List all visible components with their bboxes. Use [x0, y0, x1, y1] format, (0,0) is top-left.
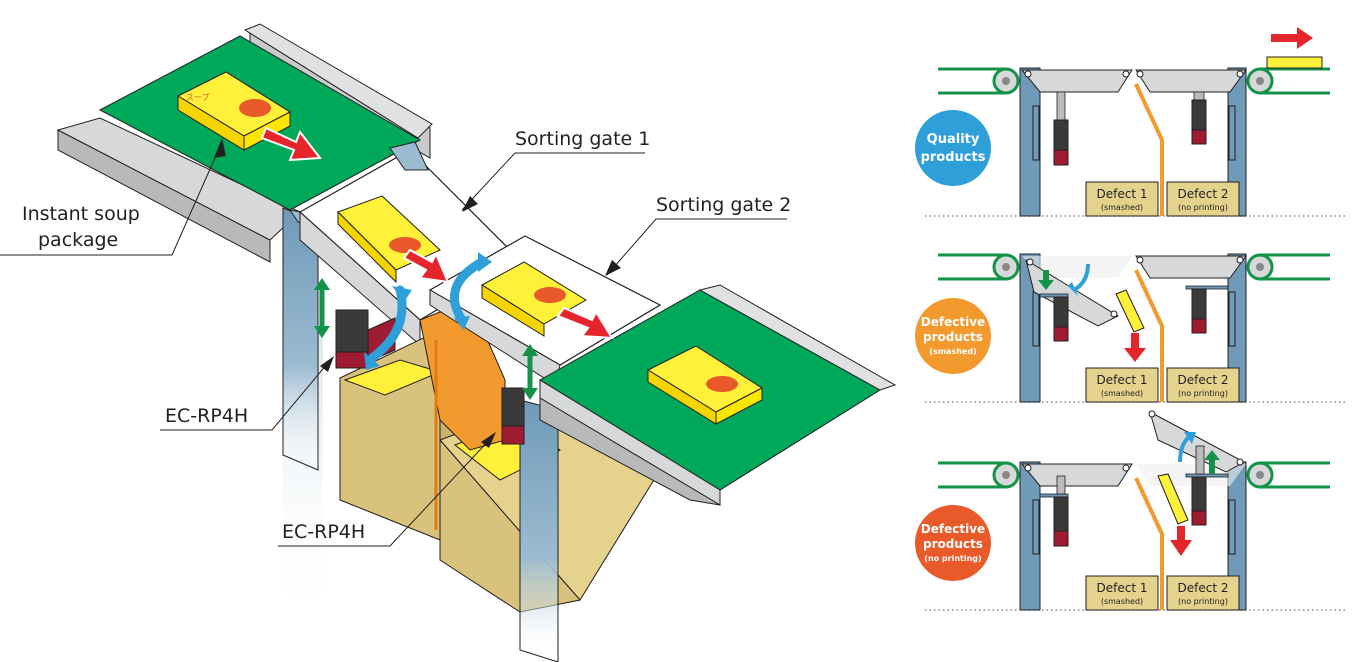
bin-defect-2-sub: (no printing) — [1178, 597, 1228, 606]
conveyor-in — [938, 461, 1020, 489]
actuator-up-arrow — [1204, 450, 1220, 474]
gate1-rotate-arrow — [1072, 263, 1090, 292]
conveyor-in — [938, 67, 1020, 95]
bin-defect-1-label: Defect 1 — [1097, 373, 1148, 387]
label-sorting-gate-2: Sorting gate 2 — [656, 194, 791, 216]
bin-divider — [1134, 477, 1164, 610]
no-printing-badge — [915, 505, 991, 581]
label-ec-rp4h-1: EC-RP4H — [165, 405, 248, 427]
gate2-rotate-arrow — [449, 257, 487, 325]
bin-defect-2-label: Defect 2 — [1178, 373, 1229, 387]
bin-defect-1-label: Defect 1 — [1097, 581, 1148, 595]
bin-defect-2: Defect 2 (no printing) — [1166, 575, 1240, 611]
conveyor-out — [1246, 67, 1330, 95]
package-exiting — [1266, 56, 1323, 69]
smashed-label-1: Defective — [921, 315, 985, 329]
gate1-actuator-arrow — [314, 278, 330, 338]
sensor-ec-rp4h-2 — [501, 387, 525, 445]
callout-gate1: Sorting gate 1 — [461, 128, 650, 212]
actuator-1 — [1053, 91, 1069, 166]
smashed-label-2: products — [923, 330, 983, 344]
conveyor-in — [938, 253, 1020, 281]
falling-package — [1157, 473, 1189, 525]
quality-label-2: products — [921, 150, 986, 165]
quality-label-1: Quality — [927, 132, 980, 147]
bin-defect-2-label: Defect 2 — [1178, 581, 1229, 595]
no-printing-label-3: (no printing) — [924, 554, 981, 563]
soup-package-gate2 — [481, 261, 587, 337]
bin-defect-1-sub: (smashed) — [1101, 389, 1143, 398]
label-sorting-gate-1: Sorting gate 1 — [515, 128, 650, 150]
bin-defect-2: Defect 2 (no printing) — [1166, 367, 1240, 403]
panel-quality: Defect 1 (smashed) Defect 2 (no printing… — [915, 27, 1345, 217]
callout-gate2: Sorting gate 2 — [605, 194, 791, 276]
svg-text:スープ: スープ — [186, 93, 210, 102]
bin-defect-1: Defect 1 (smashed) — [1085, 575, 1159, 611]
panel-smashed: Defect 1 (smashed) Defect 2 (no printing… — [915, 253, 1345, 403]
label-ec-rp4h-2: EC-RP4H — [282, 521, 365, 543]
bin-defect-1-sub: (smashed) — [1101, 597, 1143, 606]
soup-package-outfeed — [646, 345, 763, 425]
bin-divider — [1134, 83, 1164, 216]
gate2-open — [1149, 411, 1246, 473]
bin-defect-2-sub: (no printing) — [1178, 203, 1228, 212]
panel-no-printing: Defect 1 (smashed) Defect 2 (no printing… — [915, 410, 1345, 611]
bin-defect-2-sub: (no printing) — [1178, 389, 1228, 398]
quality-badge — [915, 110, 991, 186]
no-printing-label-2: products — [923, 537, 983, 551]
gate2-closed — [1135, 69, 1247, 93]
flow-arrow-2 — [402, 248, 450, 284]
flow-arrow-1 — [260, 126, 322, 162]
label-instant-soup: Instant soup — [22, 203, 140, 225]
flow-arrow-down — [1170, 526, 1192, 556]
actuator-2 — [1191, 91, 1207, 145]
conveyor-out — [1246, 253, 1330, 281]
falling-package — [1115, 289, 1145, 333]
gate1-closed — [1020, 69, 1133, 93]
flow-arrow-3 — [556, 306, 614, 340]
frame-leg-right — [519, 399, 559, 662]
gate2-actuator-arrow — [522, 344, 538, 400]
callout-sensor-1: EC-RP4H — [160, 356, 334, 431]
bin-defect-2: Defect 2 (no printing) — [1166, 181, 1240, 217]
flow-arrow-right — [1271, 27, 1313, 49]
label-package: package — [38, 229, 118, 251]
callout-sensor-2: EC-RP4H — [278, 432, 496, 547]
gate1-closed — [1020, 463, 1133, 487]
smashed-label-3: (smashed) — [929, 347, 976, 356]
smashed-badge — [915, 298, 991, 374]
conveyor-out — [1246, 461, 1330, 489]
gate2-rotate-arrow — [1178, 434, 1192, 463]
bin-defect-1-label: Defect 1 — [1097, 187, 1148, 201]
bin-defect-2-label: Defect 2 — [1178, 187, 1229, 201]
isometric-sorting-line: スープ Instant soup packag — [0, 23, 897, 662]
soup-package-infeed: スープ — [176, 71, 292, 151]
gate2-closed — [1135, 255, 1247, 279]
bin-divider — [1134, 269, 1164, 402]
no-printing-label-1: Defective — [921, 522, 985, 536]
bin-defect-1: Defect 1 (smashed) — [1085, 367, 1159, 403]
gate1-open — [1025, 258, 1120, 327]
bin-defect-1: Defect 1 (smashed) — [1085, 181, 1159, 217]
actuator-down-arrow — [1038, 270, 1054, 290]
callout-package: Instant soup package — [0, 138, 226, 256]
flow-arrow-down — [1124, 333, 1146, 362]
bin-defect-1-sub: (smashed) — [1101, 203, 1143, 212]
